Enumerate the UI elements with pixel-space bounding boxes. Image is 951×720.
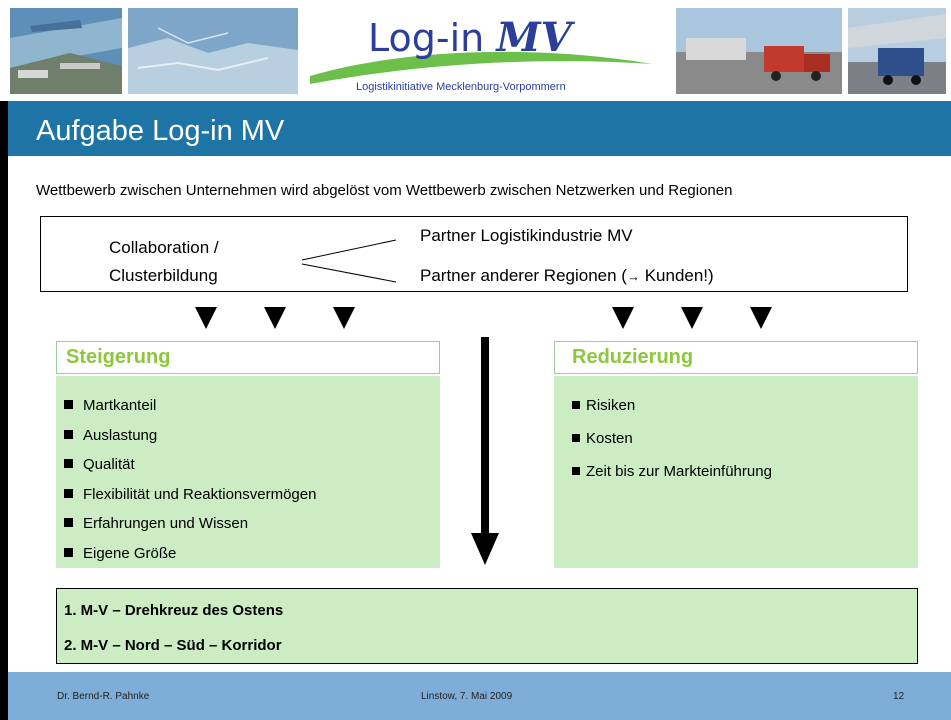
reduzierung-item: Zeit bis zur Markteinführung <box>572 463 772 480</box>
logo-swoosh <box>310 51 652 84</box>
square-bullet-icon <box>64 429 73 439</box>
square-bullet-icon <box>572 467 580 475</box>
reduzierung-item: Risiken <box>572 397 635 414</box>
reduzierung-heading: Reduzierung <box>572 346 694 368</box>
square-bullet-icon <box>64 459 73 468</box>
reduzierung-item-label: Risiken <box>586 397 636 414</box>
left-edge-rule <box>0 101 8 720</box>
steigerung-panel <box>56 376 440 568</box>
map-photo <box>128 8 298 94</box>
steigerung-item: Martkanteil <box>64 397 156 414</box>
footer-place-date: Linstow, 7. Mai 2009 <box>421 691 513 702</box>
arrow-right-icon: → <box>626 269 640 284</box>
steigerung-item-label: Qualität <box>83 456 135 473</box>
square-bullet-icon <box>572 434 580 442</box>
steigerung-item: Erfahrungen und Wissen <box>64 515 248 532</box>
reduzierung-panel <box>554 376 918 568</box>
reduzierung-heading-box <box>554 341 918 374</box>
square-bullet-icon <box>64 547 73 557</box>
intro-text: Wettbewerb zwischen Unternehmen wird abg… <box>36 182 733 199</box>
big-down-arrow-icon <box>471 337 499 565</box>
down-triangle-icon <box>195 307 217 329</box>
collaboration-label: Collaboration / Clusterbildung <box>109 238 219 285</box>
footer-page-number: 12 <box>893 691 905 702</box>
steigerung-item-label: Eigene Größe <box>83 544 177 562</box>
fork-lines <box>301 239 397 283</box>
goal-item-1: 1. M-V – Drehkreuz des Ostens <box>64 602 284 619</box>
goals-box <box>56 588 918 664</box>
steigerung-item-label: Flexibilität und Reaktionsvermögen <box>83 485 317 503</box>
down-triangle-icon <box>681 307 703 329</box>
goal-item-2: 2. M-V – Nord – Süd – Korridor <box>64 637 282 654</box>
square-bullet-icon <box>64 488 73 498</box>
logo-subtitle: Logistikinitiative Mecklenburg-Vorpommer… <box>356 81 566 93</box>
steigerung-item-label: Martkanteil <box>83 397 157 414</box>
cargo-plane-photo <box>848 8 946 94</box>
steigerung-heading: Steigerung <box>66 346 171 368</box>
footer-author: Dr. Bernd-R. Pahnke <box>57 691 150 702</box>
reduzierung-item-label: Zeit bis zur Markteinführung <box>586 463 772 480</box>
down-triangle-icon <box>333 307 355 329</box>
title-bar <box>8 101 951 156</box>
steigerung-item: Auslastung <box>64 427 157 444</box>
steigerung-item: Eigene Größe <box>64 545 176 562</box>
steigerung-item: Flexibilität und Reaktionsvermögen <box>64 486 316 503</box>
port-truck-photo <box>676 8 842 94</box>
down-triangle-icon <box>612 307 634 329</box>
harbor-photo <box>10 8 122 94</box>
partner-logistikindustrie: Partner Logistikindustrie MV <box>420 226 633 245</box>
square-bullet-icon <box>64 400 73 409</box>
collaboration-box <box>40 216 908 292</box>
square-bullet-icon <box>572 401 580 409</box>
logo-text: Log-in MV <box>368 14 572 61</box>
partner-andere-regionen: Partner anderer Regionen (→ Kunden!) <box>420 266 714 285</box>
steigerung-item-label: Auslastung <box>83 426 158 444</box>
reduzierung-item: Kosten <box>572 430 633 447</box>
square-bullet-icon <box>64 518 73 527</box>
steigerung-item: Qualität <box>64 456 135 473</box>
down-triangle-icon <box>750 307 772 329</box>
footer-bar <box>8 672 951 720</box>
down-triangle-icon <box>264 307 286 329</box>
steigerung-item-label: Erfahrungen und Wissen <box>83 515 249 532</box>
header-banner: Log-in MV Logistikinitiative Mecklenburg… <box>0 0 951 100</box>
steigerung-heading-box <box>56 341 440 374</box>
slide-title: Aufgabe Log-in MV <box>36 115 285 147</box>
reduzierung-item-label: Kosten <box>586 430 633 447</box>
